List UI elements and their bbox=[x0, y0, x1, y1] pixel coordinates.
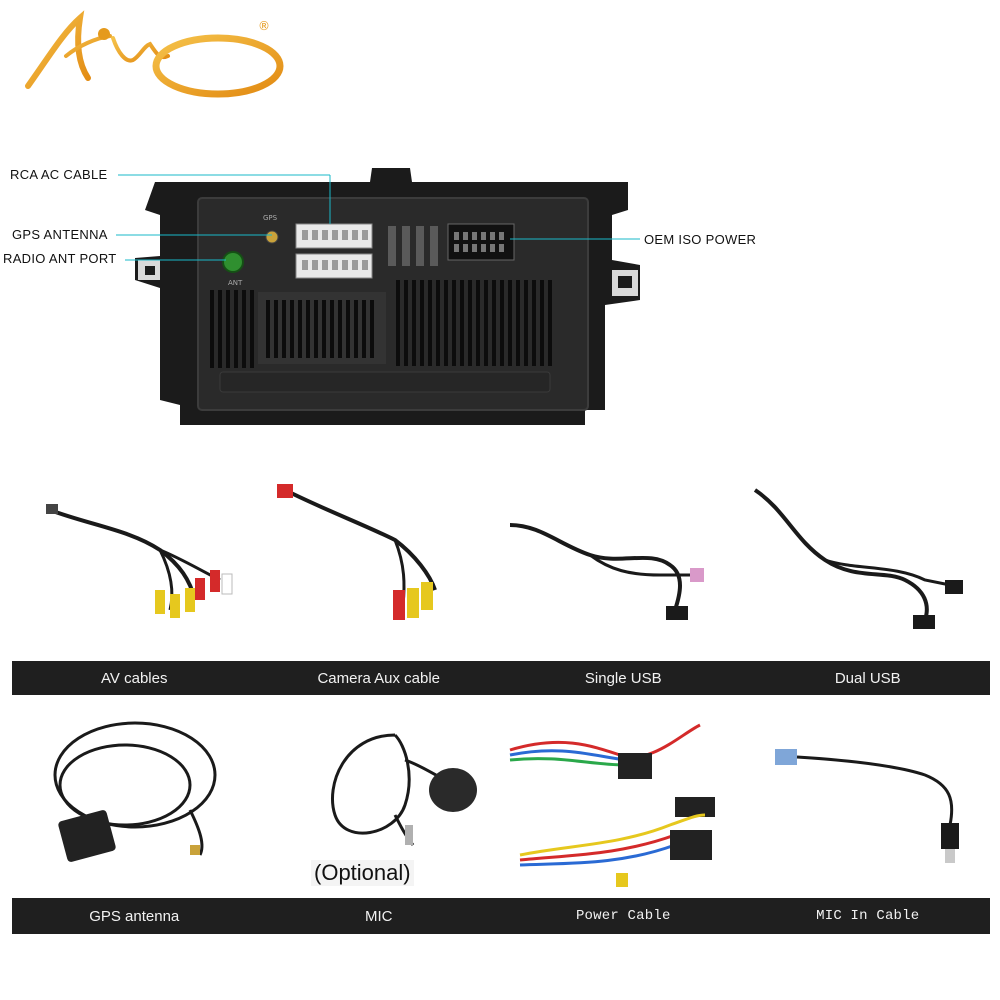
vent-slat bbox=[452, 280, 456, 366]
vent-slat bbox=[500, 280, 504, 366]
vent-slat bbox=[524, 280, 528, 366]
single-usb-icon bbox=[500, 470, 745, 658]
mic-icon bbox=[255, 705, 500, 897]
av-cables-icon bbox=[10, 470, 255, 658]
camera-aux-cable-icon bbox=[255, 470, 500, 658]
vent-slat bbox=[516, 280, 520, 366]
registered-mark: ® bbox=[258, 19, 270, 33]
caption-gps-antenna: GPS antenna bbox=[89, 907, 180, 925]
caption-mic-in-cable: MIC In Cable bbox=[816, 908, 920, 924]
vent-slat bbox=[508, 280, 512, 366]
vent-slat bbox=[444, 280, 448, 366]
vent-slat bbox=[540, 280, 544, 366]
caption-mic: MIC bbox=[365, 907, 393, 925]
vent-slat bbox=[532, 280, 536, 366]
vent-slat bbox=[330, 300, 334, 358]
accessory-row-2-photos bbox=[10, 705, 990, 897]
accessory-row-2-captions: GPS antenna MIC Power Cable MIC In Cable bbox=[12, 898, 990, 934]
vent-slat bbox=[468, 280, 472, 366]
vent-slat bbox=[548, 280, 552, 366]
head-unit-back-panel: GPS ANT RCA AC CABLE GPS ANTENNA RADIO A… bbox=[0, 120, 1000, 450]
vent-slat bbox=[282, 300, 286, 358]
caption-single-usb: Single USB bbox=[584, 669, 662, 687]
vent-slat bbox=[298, 300, 302, 358]
vent-slat bbox=[428, 280, 432, 366]
vent-slat bbox=[234, 290, 238, 368]
vent-slat bbox=[492, 280, 496, 366]
vent-slat bbox=[362, 300, 366, 358]
vent-slat bbox=[250, 290, 254, 368]
ant-port-label: ANT bbox=[228, 279, 243, 287]
radio-ant-port-callout: RADIO ANT PORT bbox=[3, 251, 117, 266]
vent-slat bbox=[218, 290, 222, 368]
vent-slat bbox=[396, 280, 400, 366]
dual-usb-icon bbox=[745, 470, 990, 658]
vent-slat bbox=[354, 300, 358, 358]
optional-note: (Optional) bbox=[311, 860, 414, 886]
vent-slat bbox=[306, 300, 310, 358]
vent-slat bbox=[322, 300, 326, 358]
vent-slat bbox=[484, 280, 488, 366]
vent-slat bbox=[404, 280, 408, 366]
gps-port-label: GPS bbox=[263, 214, 278, 222]
mic-in-cable-icon bbox=[745, 705, 990, 897]
vent-slat bbox=[226, 290, 230, 368]
brand-logo: ® bbox=[25, 10, 284, 98]
vent-slat bbox=[266, 300, 270, 358]
caption-camera-aux-cable: Camera Aux cable bbox=[317, 669, 441, 687]
oem-iso-power-callout: OEM ISO POWER bbox=[644, 232, 757, 247]
caption-power-cable: Power Cable bbox=[575, 908, 671, 924]
vent-slat bbox=[370, 300, 374, 358]
caption-av-cables: AV cables bbox=[101, 669, 168, 687]
head-unit-rear-illustration: GPS ANT bbox=[116, 168, 640, 425]
vent-slat bbox=[346, 300, 350, 358]
vent-slat bbox=[420, 280, 424, 366]
gps-antenna-icon bbox=[10, 705, 255, 897]
vent-slat bbox=[338, 300, 342, 358]
vent-slat bbox=[314, 300, 318, 358]
vent-slat bbox=[436, 280, 440, 366]
accessory-row-1-photos bbox=[10, 470, 990, 658]
power-cable-icon bbox=[500, 705, 745, 897]
vent-slat bbox=[476, 280, 480, 366]
rca-ac-cable-callout: RCA AC CABLE bbox=[10, 167, 108, 182]
vent-slat bbox=[242, 290, 246, 368]
vent-slat bbox=[210, 290, 214, 368]
vent-slat bbox=[460, 280, 464, 366]
vent-slat bbox=[412, 280, 416, 366]
caption-dual-usb: Dual USB bbox=[834, 669, 901, 687]
vent-slat bbox=[290, 300, 294, 358]
gps-antenna-callout: GPS ANTENNA bbox=[12, 227, 108, 242]
vent-slat bbox=[274, 300, 278, 358]
accessory-row-1-captions: AV cables Camera Aux cable Single USB Du… bbox=[12, 661, 990, 695]
